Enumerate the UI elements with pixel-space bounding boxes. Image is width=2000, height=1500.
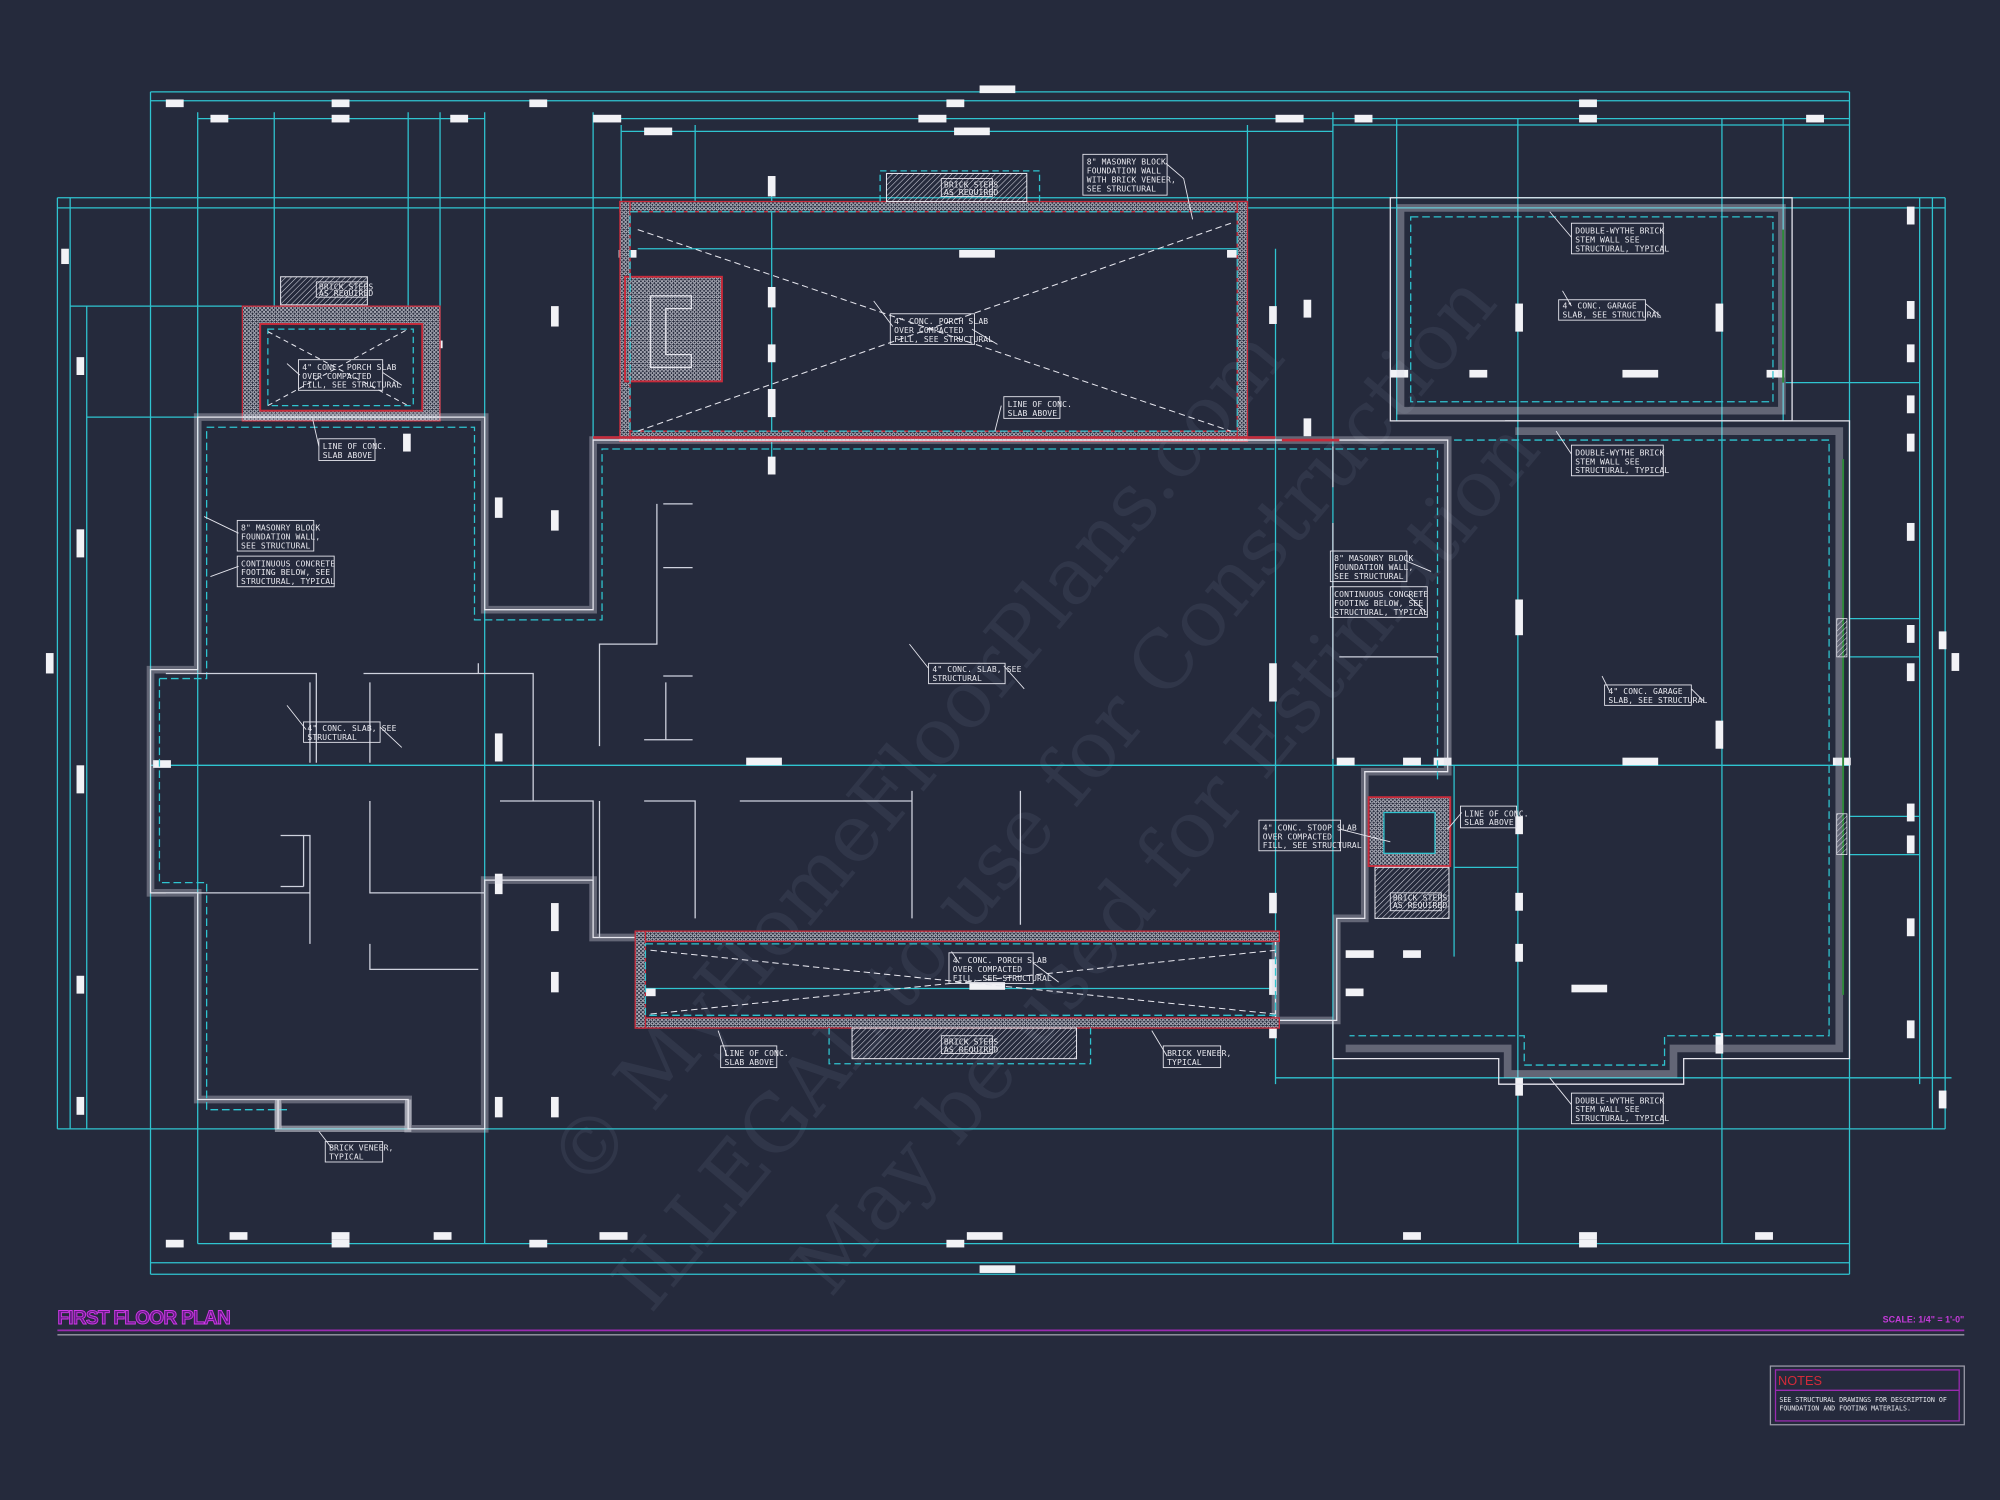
title-block: FIRST FLOOR PLAN SCALE: 1/4" = 1'-0" bbox=[57, 1308, 1965, 1336]
callout-text-line: FOOTING BELOW, SEE bbox=[241, 568, 330, 577]
callout-left-footing: CONTINUOUS CONCRETE bbox=[241, 559, 335, 568]
main-foundation-outline bbox=[146, 413, 1452, 1133]
callout-text-line: SEE STRUCTURAL bbox=[241, 541, 310, 550]
drawing-title: FIRST FLOOR PLAN bbox=[57, 1308, 230, 1329]
annotations bbox=[203, 153, 1705, 1163]
callout-left-masonry: 8" MASONRY BLOCK bbox=[241, 524, 320, 533]
callout-text-line: SLAB ABOVE bbox=[1008, 409, 1058, 418]
callout-text-line: AS REQUIRED bbox=[944, 1045, 999, 1054]
callout-text-line: FILL, SEE STRUCTURAL bbox=[302, 381, 401, 390]
callout-text-line: SLAB ABOVE bbox=[1464, 818, 1514, 827]
callout-text-line: STRUCTURAL, TYPICAL bbox=[241, 577, 335, 586]
callout-stoop-line-slab: LINE OF CONC. bbox=[1464, 809, 1528, 818]
callout-text-line: AS REQUIRED bbox=[944, 188, 999, 197]
callout-text-line: OVER COMPACTED bbox=[1263, 832, 1332, 841]
callout-text-line: FILL, SEE STRUCTURAL bbox=[1263, 841, 1362, 850]
callout-text-line: FILL, SEE STRUCTURAL bbox=[953, 974, 1052, 983]
callout-text-line: SLAB ABOVE bbox=[724, 1058, 774, 1067]
callout-masonry-veneer: 8" MASONRY BLOCK bbox=[1087, 158, 1166, 167]
callout-text-line: OVER COMPACTED bbox=[953, 965, 1022, 974]
callout-text-line: OVER COMPACTED bbox=[894, 326, 963, 335]
callout-text-line: FOUNDATION WALL, bbox=[241, 533, 320, 542]
garage-foundation bbox=[1332, 197, 1851, 1085]
callout-text-line: STRUCTURAL bbox=[307, 733, 357, 742]
callout-text-line: STRUCTURAL bbox=[932, 674, 982, 683]
callout-left-brick-veneer: BRICK VENEER, bbox=[329, 1144, 393, 1153]
notes-box: NOTES SEE STRUCTURAL DRAWINGS FOR DESCRI… bbox=[1769, 1365, 1965, 1426]
left-porch-foundation bbox=[241, 276, 441, 422]
callout-stoop-steps: BRICK STEPS bbox=[1393, 894, 1448, 903]
planter-block bbox=[624, 275, 723, 383]
callout-text-line: STRUCTURAL, TYPICAL bbox=[1575, 1114, 1669, 1123]
callout-text-line: AS REQUIRED bbox=[319, 289, 374, 298]
callout-garage-main-slab: 4" CONC. GARAGE bbox=[1608, 687, 1682, 696]
callout-right-masonry: 8" MASONRY BLOCK bbox=[1334, 554, 1413, 563]
callout-garage-top-slab: 4" CONC. GARAGE bbox=[1563, 302, 1637, 311]
callout-text-line: TYPICAL bbox=[329, 1152, 364, 1161]
callout-text-line: STRUCTURAL, TYPICAL bbox=[1575, 244, 1669, 253]
callout-text-line: FILL, SEE STRUCTURAL bbox=[894, 335, 993, 344]
callout-text-line: STEM WALL SEE bbox=[1575, 1105, 1639, 1114]
scale-label: SCALE: 1/4" = 1'-0" bbox=[1883, 1315, 1965, 1325]
callout-left-line-slab: LINE OF CONC. bbox=[323, 442, 387, 451]
callout-left-slab: 4" CONC. SLAB, SEE bbox=[307, 724, 396, 733]
interior-walls bbox=[165, 446, 1438, 971]
callout-center-slab: 4" CONC. SLAB, SEE bbox=[932, 665, 1021, 674]
rear-porch-foundation bbox=[634, 930, 1280, 1065]
callout-garage-top-stem: DOUBLE-WYTHE BRICK bbox=[1575, 226, 1664, 235]
callout-right-footing: CONTINUOUS CONCRETE bbox=[1334, 590, 1428, 599]
callout-left-steps: BRICK STEPS bbox=[319, 283, 374, 292]
callout-text-line: STEM WALL SEE bbox=[1575, 235, 1639, 244]
callout-text-line: FOUNDATION WALL bbox=[1087, 166, 1161, 175]
callout-text-line: FOUNDATION WALL, bbox=[1334, 563, 1413, 572]
callout-text-line: AS REQUIRED bbox=[1393, 901, 1448, 910]
callout-text-line: SEE STRUCTURAL bbox=[1334, 572, 1403, 581]
callout-left-porch-slab: 4" CONC. PORCH SLAB bbox=[302, 363, 396, 372]
callout-text: 8" MASONRY BLOCK FOUNDATION WALL WITH BR… bbox=[241, 158, 1707, 1162]
callout-text-line: SEE STRUCTURAL bbox=[1087, 184, 1156, 193]
callout-text-line: SLAB ABOVE bbox=[323, 451, 373, 460]
callout-text-line: TYPICAL bbox=[1167, 1058, 1202, 1067]
callout-text-line: STRUCTURAL, TYPICAL bbox=[1334, 608, 1428, 617]
callout-front-line-slab: LINE OF CONC. bbox=[1008, 400, 1072, 409]
callout-stoop-slab: 4" CONC. STOOP SLAB bbox=[1263, 823, 1357, 832]
callout-text-line: FOOTING BELOW, SEE bbox=[1334, 599, 1423, 608]
callout-garage-mid-stem: DOUBLE-WYTHE BRICK bbox=[1575, 448, 1664, 457]
callout-rear-porch-slab: 4" CONC. PORCH SLAB bbox=[953, 956, 1047, 965]
callout-text-line: SLAB, SEE STRUCTURAL bbox=[1563, 311, 1662, 320]
notes-line-2: FOUNDATION AND FOOTING MATERIALS. bbox=[1779, 1405, 1911, 1413]
callout-text-line: STRUCTURAL, TYPICAL bbox=[1575, 466, 1669, 475]
callout-front-porch-slab: 4" CONC. PORCH SLAB bbox=[894, 317, 988, 326]
side-stoop-foundation bbox=[1367, 796, 1452, 919]
notes-line-1: SEE STRUCTURAL DRAWINGS FOR DESCRIPTION … bbox=[1779, 1396, 1947, 1404]
callout-rear-brick-veneer: BRICK VENEER, bbox=[1167, 1049, 1231, 1058]
callout-front-steps: BRICK STEPS bbox=[944, 180, 999, 189]
callout-text-line: STEM WALL SEE bbox=[1575, 457, 1639, 466]
callout-rear-line-slab: LINE OF CONC. bbox=[724, 1049, 788, 1058]
callout-garage-bottom-stem: DOUBLE-WYTHE BRICK bbox=[1575, 1096, 1664, 1105]
callout-text-line: OVER COMPACTED bbox=[302, 372, 371, 381]
notes-header: NOTES bbox=[1778, 1373, 1822, 1388]
callout-text-line: SLAB, SEE STRUCTURAL bbox=[1608, 696, 1707, 705]
callout-rear-steps: BRICK STEPS bbox=[944, 1038, 999, 1047]
callout-text-line: WITH BRICK VENEER, bbox=[1087, 175, 1176, 184]
left-bumpout bbox=[274, 1099, 412, 1133]
